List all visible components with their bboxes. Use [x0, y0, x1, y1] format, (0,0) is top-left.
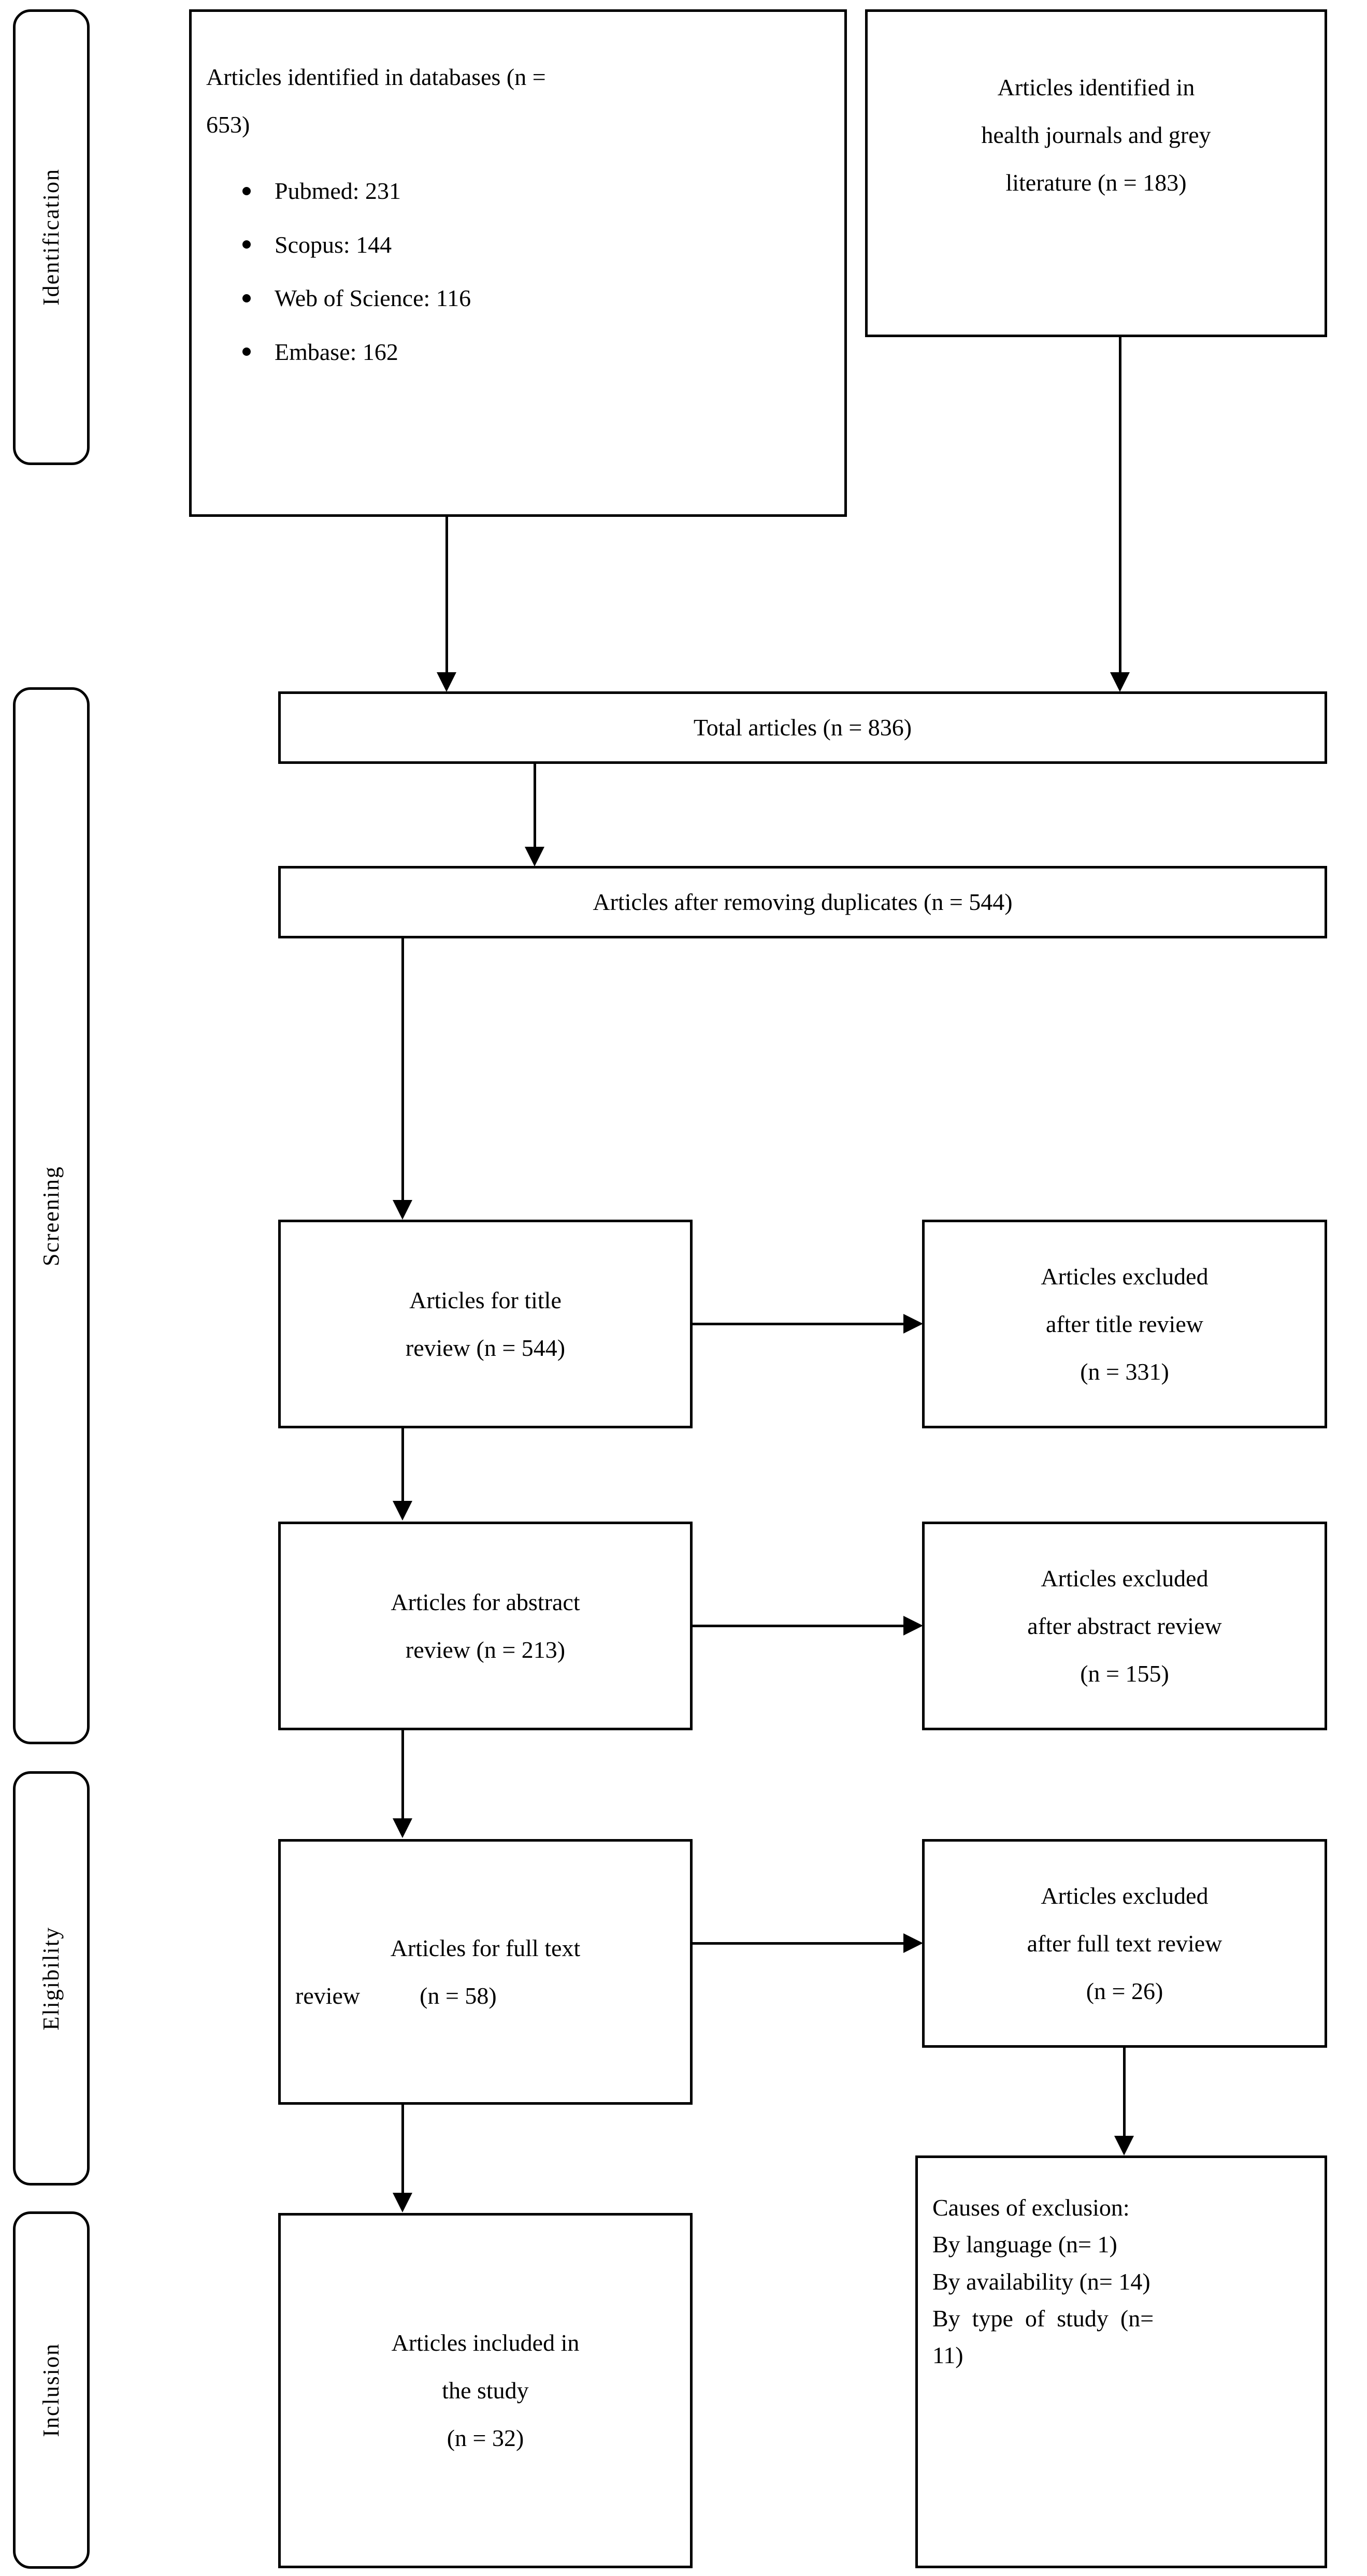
stage-identification: Identification — [13, 9, 90, 465]
bullet-label: Pubmed: 231 — [275, 178, 401, 204]
abstract-review-line2: review (n = 213) — [405, 1636, 566, 1663]
arrowhead-abstract-to-abstract-excluded — [903, 1616, 923, 1636]
node-articles-excluded-after-abstract-review: Articles excluded after abstract review … — [922, 1522, 1327, 1730]
node-articles-included-in-study: Articles included in the study (n = 32) — [278, 2213, 693, 2568]
total-line1: Total articles (n = 836) — [693, 714, 912, 741]
databases-bullet-list: Pubmed: 231 Scopus: 144 Web of Science: … — [192, 164, 471, 379]
fulltext-excluded-line3: (n = 26) — [1086, 1977, 1163, 2004]
title-excluded-line2: after title review — [1046, 1310, 1203, 1337]
node-articles-identified-databases: Articles identified in databases (n = 65… — [189, 9, 847, 517]
grey-line3: literature (n = 183) — [1005, 169, 1187, 196]
bullet-label: Embase: 162 — [275, 338, 398, 365]
node-after-removing-duplicates: Articles after removing duplicates (n = … — [278, 866, 1327, 938]
arrowhead-fulltext-excluded-to-causes — [1114, 2136, 1134, 2155]
connector-title-to-abstract — [401, 1428, 404, 1506]
databases-line1: Articles identified in databases (n = — [206, 64, 546, 90]
bullet-icon — [242, 240, 251, 249]
grey-line2: health journals and grey — [981, 122, 1211, 148]
bullet-label: Scopus: 144 — [275, 231, 392, 258]
title-excluded-line3: (n = 331) — [1080, 1358, 1169, 1385]
list-item: Scopus: 144 — [242, 218, 471, 272]
abstract-excluded-line3: (n = 155) — [1080, 1660, 1169, 1687]
included-line2: the study — [442, 2377, 529, 2404]
bullet-icon — [242, 294, 251, 302]
node-articles-identified-grey-literature: Articles identified in health journals a… — [865, 9, 1327, 337]
causes-line3: By availability (n= 14) — [932, 2268, 1150, 2295]
list-item: Embase: 162 — [242, 325, 471, 379]
databases-line2: 653) — [206, 111, 250, 138]
stage-screening: Screening — [13, 687, 90, 1744]
connector-abstract-to-fulltext — [401, 1730, 404, 1824]
causes-line1: Causes of exclusion: — [932, 2194, 1130, 2221]
node-articles-excluded-after-title-review: Articles excluded after title review (n … — [922, 1220, 1327, 1428]
abstract-excluded-line2: after abstract review — [1027, 1612, 1222, 1639]
node-causes-of-exclusion: Causes of exclusion: By language (n= 1) … — [915, 2155, 1327, 2568]
connector-fulltext-excluded-to-causes — [1123, 2048, 1126, 2141]
connector-databases-to-total — [445, 517, 448, 677]
arrowhead-fulltext-to-fulltext-excluded — [903, 1933, 923, 1953]
fulltext-excluded-line1: Articles excluded — [1041, 1882, 1208, 1909]
bullet-icon — [242, 186, 251, 195]
connector-grey-to-total — [1119, 337, 1121, 677]
title-excluded-line1: Articles excluded — [1041, 1263, 1208, 1290]
duplicates-line1: Articles after removing duplicates (n = … — [593, 889, 1013, 916]
stage-screening-label: Screening — [38, 1165, 64, 1266]
arrowhead-fulltext-to-included — [393, 2193, 412, 2212]
node-articles-for-full-text-review: Articles for full text review (n = 58) — [278, 1839, 693, 2105]
stage-eligibility: Eligibility — [13, 1771, 90, 2186]
bullet-label: Web of Science: 116 — [275, 285, 471, 311]
connector-title-to-title-excluded — [693, 1323, 905, 1325]
arrowhead-title-to-abstract — [393, 1501, 412, 1521]
node-articles-excluded-after-full-text-review: Articles excluded after full text review… — [922, 1839, 1327, 2048]
arrowhead-title-to-title-excluded — [903, 1314, 923, 1334]
node-total-articles: Total articles (n = 836) — [278, 691, 1327, 764]
causes-line5: 11) — [932, 2342, 963, 2369]
grey-line1: Articles identified in — [997, 74, 1195, 100]
connector-duplicates-to-title — [401, 938, 404, 1205]
fulltext-review-line1: Articles for full text — [390, 1934, 581, 1961]
stage-inclusion-label: Inclusion — [38, 2343, 64, 2437]
connector-total-to-duplicates — [534, 764, 536, 852]
fulltext-review-line2: review (n = 58) — [295, 1982, 497, 2009]
included-line3: (n = 32) — [447, 2425, 524, 2451]
arrowhead-total-to-duplicates — [525, 847, 544, 866]
node-articles-for-abstract-review: Articles for abstract review (n = 213) — [278, 1522, 693, 1730]
title-review-line2: review (n = 544) — [405, 1334, 566, 1361]
list-item: Pubmed: 231 — [242, 164, 471, 218]
bullet-icon — [242, 348, 251, 356]
connector-fulltext-to-fulltext-excluded — [693, 1942, 905, 1945]
connector-fulltext-to-included — [401, 2105, 404, 2198]
arrowhead-duplicates-to-title — [393, 1200, 412, 1220]
stage-inclusion: Inclusion — [13, 2211, 90, 2569]
abstract-review-line1: Articles for abstract — [391, 1588, 580, 1615]
causes-line2: By language (n= 1) — [932, 2231, 1117, 2258]
included-line1: Articles included in — [391, 2329, 580, 2356]
abstract-excluded-line1: Articles excluded — [1041, 1565, 1208, 1591]
list-item: Web of Science: 116 — [242, 271, 471, 325]
arrowhead-abstract-to-fulltext — [393, 1818, 412, 1838]
stage-identification-label: Identification — [38, 168, 64, 306]
stage-eligibility-label: Eligibility — [38, 1926, 64, 2031]
connector-abstract-to-abstract-excluded — [693, 1625, 905, 1627]
node-articles-for-title-review: Articles for title review (n = 544) — [278, 1220, 693, 1428]
title-review-line1: Articles for title — [409, 1286, 562, 1313]
fulltext-excluded-line2: after full text review — [1027, 1930, 1222, 1957]
arrowhead-grey-to-total — [1110, 672, 1130, 692]
arrowhead-databases-to-total — [437, 672, 456, 692]
causes-line4: By type of study (n= — [932, 2305, 1154, 2332]
